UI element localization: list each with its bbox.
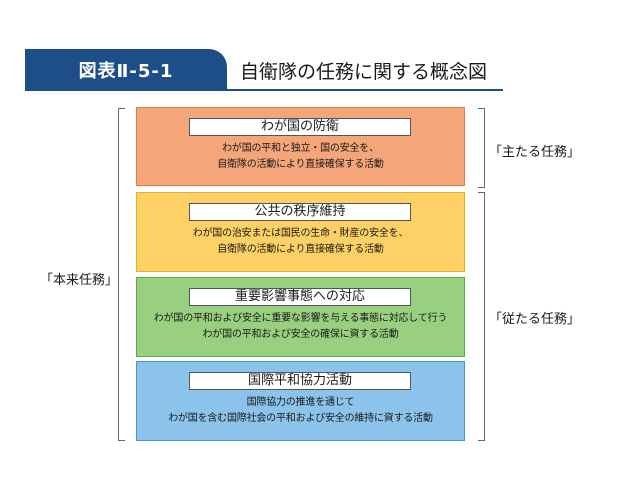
header-rule bbox=[25, 89, 503, 91]
box-international-peace-desc-line-2: わが国を含む国際社会の平和および安全の維持に資する活動 bbox=[168, 413, 433, 424]
bracket-primary-duties bbox=[118, 108, 125, 441]
bracket-main-duties bbox=[478, 108, 485, 188]
box-important-influence-desc-line-2: わが国の平和および安全の確保に資する活動 bbox=[202, 329, 399, 340]
box-international-peace-label: 国際平和協力活動 bbox=[189, 372, 411, 390]
box-important-influence-label: 重要影響事態への対応 bbox=[189, 288, 411, 306]
box-international-peace-desc-line-1: 国際協力の推進を通じて bbox=[246, 397, 355, 408]
box-defense-desc: わが国の平和と独立・国の安全を、 自衛隊の活動により直接確保する活動 bbox=[137, 141, 464, 173]
label-primary-duties: 「本来任務」 bbox=[40, 273, 119, 288]
box-public-order-desc-line-2: 自衛隊の活動により直接確保する活動 bbox=[217, 244, 384, 255]
label-main-duties: 「主たる任務」 bbox=[489, 145, 581, 160]
box-public-order: 公共の秩序維持 わが国の治安または国民の生命・財産の安全を、 自衛隊の活動により… bbox=[136, 192, 465, 272]
box-public-order-desc: わが国の治安または国民の生命・財産の安全を、 自衛隊の活動により直接確保する活動 bbox=[137, 226, 464, 258]
box-defense-desc-line-2: 自衛隊の活動により直接確保する活動 bbox=[217, 159, 384, 170]
box-important-influence-desc-line-1: わが国の平和および安全に重要な影響を与える事態に対応して行う bbox=[153, 313, 448, 324]
box-public-order-desc-line-1: わが国の治安または国民の生命・財産の安全を、 bbox=[192, 228, 409, 239]
bracket-secondary-duties bbox=[478, 192, 485, 441]
box-public-order-label: 公共の秩序維持 bbox=[189, 203, 411, 221]
label-secondary-duties: 「従たる任務」 bbox=[489, 312, 581, 327]
figure-number-badge: 図表Ⅱ-5-1 bbox=[25, 49, 227, 91]
box-defense-desc-line-1: わが国の平和と独立・国の安全を、 bbox=[222, 143, 379, 154]
box-defense-label: わが国の防衛 bbox=[189, 118, 411, 136]
box-defense: わが国の防衛 わが国の平和と独立・国の安全を、 自衛隊の活動により直接確保する活… bbox=[136, 107, 465, 186]
box-important-influence: 重要影響事態への対応 わが国の平和および安全に重要な影響を与える事態に対応して行… bbox=[136, 277, 465, 357]
box-international-peace: 国際平和協力活動 国際協力の推進を通じて わが国を含む国際社会の平和および安全の… bbox=[136, 361, 465, 441]
box-important-influence-desc: わが国の平和および安全に重要な影響を与える事態に対応して行う わが国の平和および… bbox=[137, 311, 464, 343]
figure-title: 自衛隊の任務に関する概念図 bbox=[240, 61, 488, 83]
box-international-peace-desc: 国際協力の推進を通じて わが国を含む国際社会の平和および安全の維持に資する活動 bbox=[137, 395, 464, 427]
